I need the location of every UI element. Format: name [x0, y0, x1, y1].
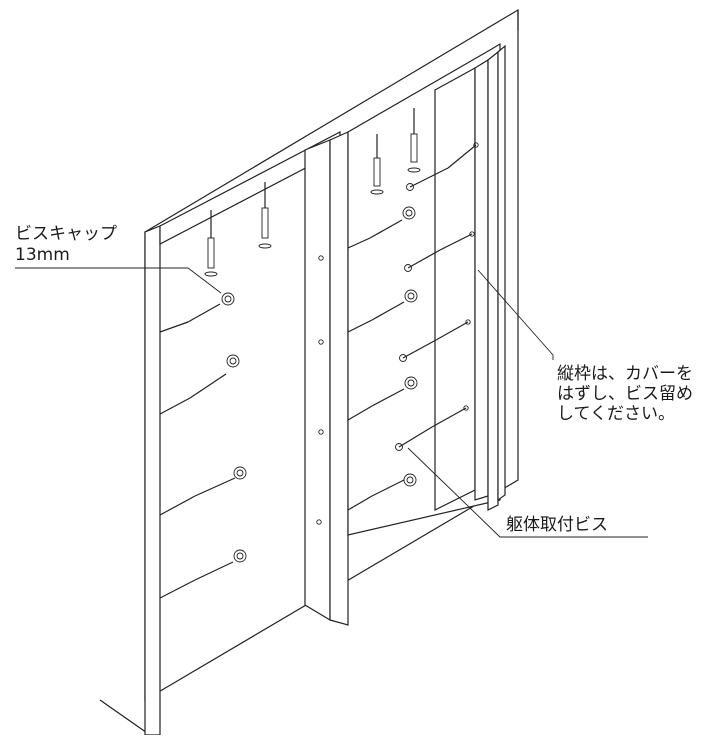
frame-jamb-3: [497, 44, 506, 502]
top-screw-2: [258, 182, 272, 249]
screw-cap-leader: [15, 267, 222, 294]
right-door-frame: [347, 42, 506, 536]
top-screw-3: [370, 134, 384, 195]
frame-hole-2: [469, 231, 475, 237]
screw-cap-size-label: 13mm: [15, 245, 70, 265]
middle-stud-front: [304, 139, 331, 622]
top-screw-4: [407, 108, 421, 173]
frame-screw-3: [399, 321, 469, 362]
middle-screw-1: [347, 206, 416, 249]
body-screw-leader: [407, 447, 648, 538]
left-screw-2: [159, 354, 240, 415]
frame-note-leader: [477, 269, 554, 360]
frame-screw-2: [404, 233, 473, 272]
inner-frame-face: [434, 66, 476, 511]
top-screws: [204, 108, 421, 277]
left-screw-3: [159, 466, 247, 516]
frame-hole-1: [473, 142, 479, 148]
left-column-screws: [159, 292, 247, 599]
body-screw-label: 躯体取付ビス: [506, 515, 608, 535]
left-frame-front: [144, 225, 161, 736]
frame-screw-1: [406, 144, 477, 191]
middle-screw-3: [347, 376, 418, 421]
frame-hole-3: [465, 319, 471, 325]
left-vertical-frame: [144, 131, 341, 736]
frame-note-line-3: してください。: [557, 404, 675, 424]
left-screw-1: [159, 292, 235, 333]
frame-hole-4: [463, 405, 469, 411]
stud-hole-1: [318, 255, 324, 261]
wall-edge-bottom: [99, 699, 151, 736]
top-screw-1: [204, 210, 218, 277]
frame-screws: [395, 144, 477, 451]
stud-hole-3: [318, 429, 324, 435]
frame-note-line-1: 縦枠は、カバーを: [557, 364, 693, 384]
frame-jamb-1: [474, 58, 489, 501]
frame-screw-4: [395, 407, 467, 451]
left-screw-4: [159, 549, 247, 599]
middle-column-screws: [347, 206, 418, 511]
stud-hole-2: [318, 339, 324, 345]
middle-stud: [304, 131, 349, 626]
frame-jamb-2: [487, 50, 499, 511]
screw-cap-label: ビスキャップ: [15, 224, 117, 244]
middle-screw-2: [347, 289, 418, 333]
middle-screw-4: [347, 473, 417, 511]
stud-hole-4: [316, 519, 322, 525]
leader-lines: [15, 267, 648, 538]
frame-note-line-2: はずし、ビス留め: [557, 384, 693, 404]
middle-stud-side: [329, 131, 349, 626]
